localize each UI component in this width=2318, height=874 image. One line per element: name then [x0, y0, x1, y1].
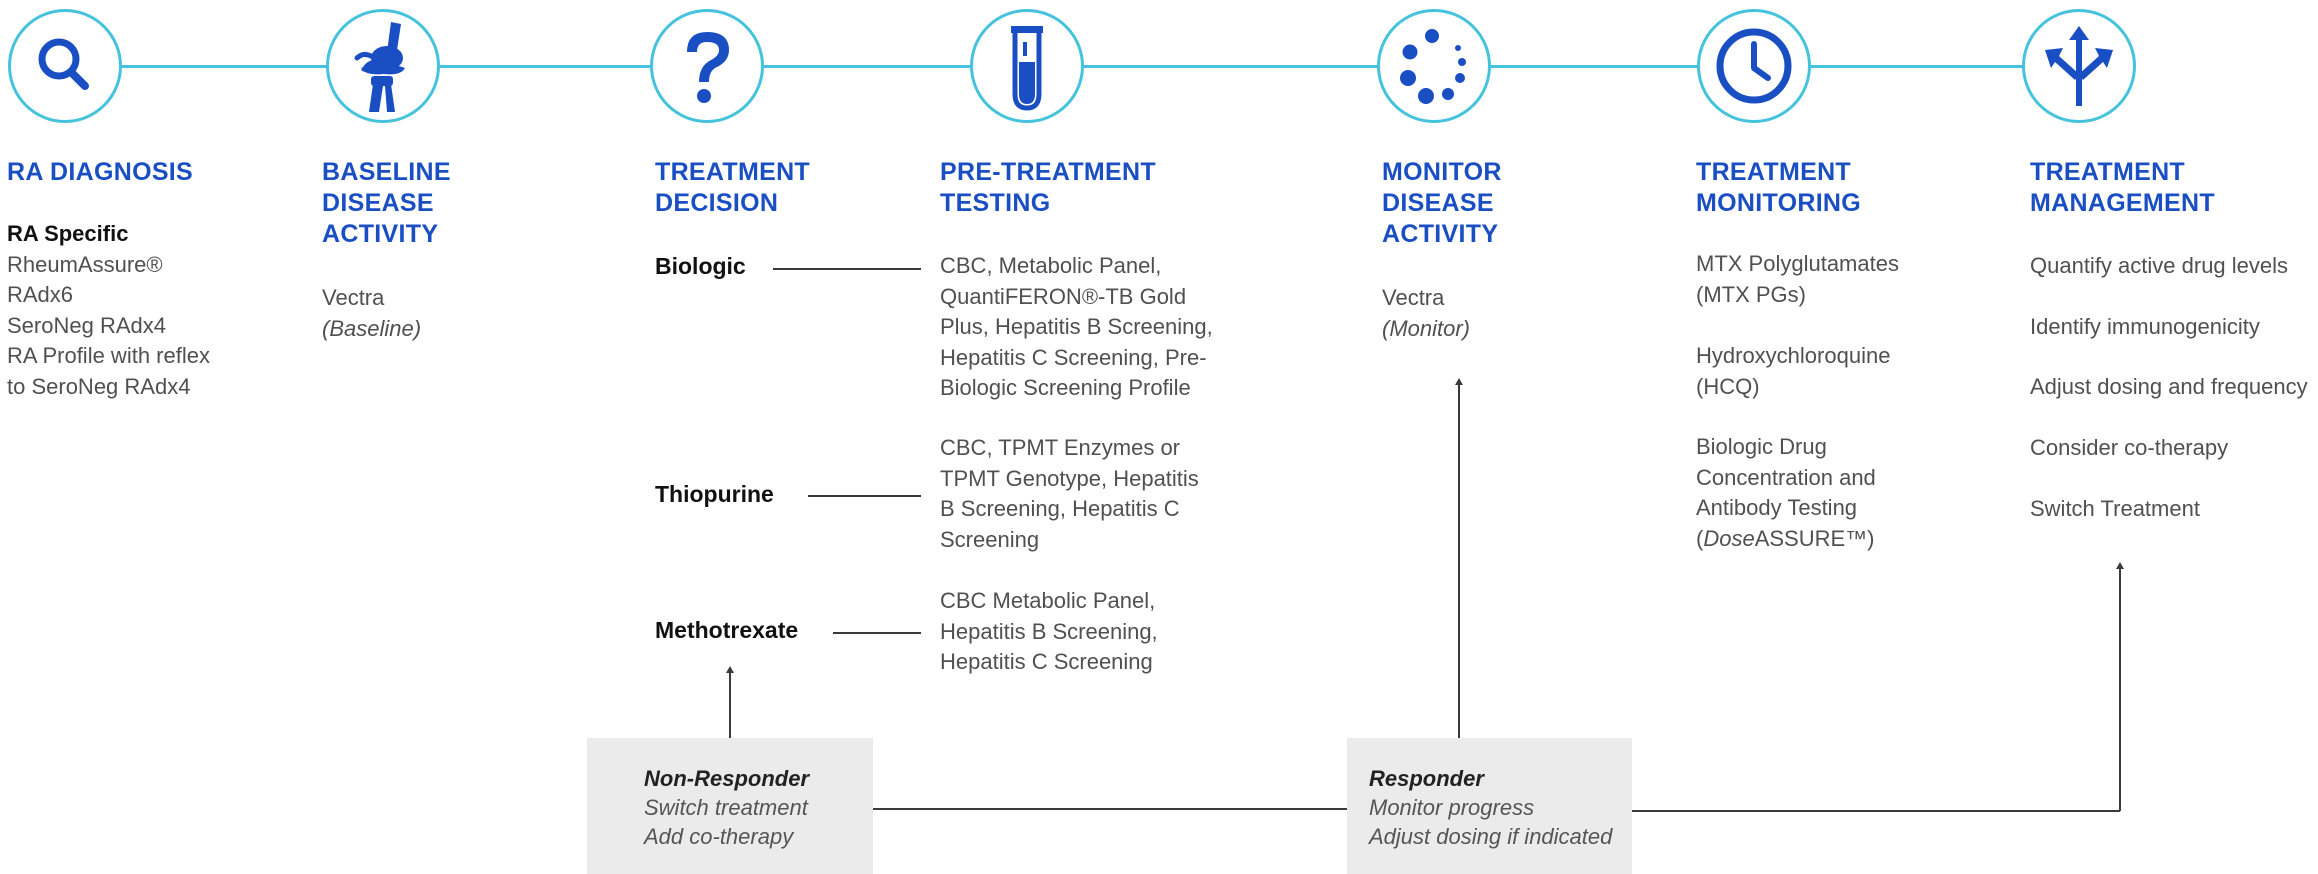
step-icon-circle-decision [650, 9, 764, 123]
search-icon [38, 38, 89, 90]
responder-up-line [1458, 382, 1460, 738]
step-icon-circle-diagnosis [8, 9, 122, 123]
management-item-2: Identify immunogenicity [2030, 314, 2260, 339]
decision-methotrexate: Methotrexate [655, 617, 799, 643]
step-icon-circle-treatment-monitoring [1697, 9, 1811, 123]
step-icon-circle-monitor [1377, 9, 1491, 123]
decision-thiopurine: Thiopurine [655, 481, 774, 507]
biologic-tests: CBC, Metabolic Panel, QuantiFERON®-TB Go… [940, 253, 1213, 400]
management-item-4: Consider co-therapy [2030, 435, 2229, 460]
responder-heading: Responder [1369, 766, 1484, 791]
decision-biologic: Biologic [655, 253, 746, 279]
non-responder-up-line [729, 670, 731, 738]
treatment-monitoring-group-2: Hydroxychloroquine (HCQ) [1696, 343, 1891, 399]
treatment-monitoring-group-3: Biologic Drug Concentration and Antibody… [1696, 432, 1876, 554]
responder-box: Responder Monitor progress Adjust dosing… [1347, 738, 1632, 874]
decision-methotrexate-connector [833, 632, 921, 634]
management-arrow-tip [2116, 562, 2124, 569]
monitor-test: Vectra (Monitor) [1382, 285, 1471, 341]
responder-text: Responder Monitor progress Adjust dosing… [1369, 766, 1613, 849]
baseline-test: Vectra (Baseline) [322, 285, 422, 341]
title-diagnosis: RA DIAGNOSIS [7, 158, 194, 186]
management-item-1: Quantify active drug levels [2030, 253, 2289, 278]
responder-arrow-tip [1455, 378, 1463, 385]
management-up-line [2119, 566, 2121, 811]
non-responder-text: Non-Responder Switch treatment Add co-th… [644, 766, 809, 849]
split-arrows-icon [2045, 26, 2113, 106]
joint-bone-icon [354, 22, 405, 112]
management-item-3: Adjust dosing and frequency [2030, 374, 2308, 399]
step-icon-circle-management [2022, 9, 2136, 123]
loop-bottom-line-left [873, 808, 1347, 810]
test-tube-icon [1011, 26, 1043, 111]
methotrexate-tests: CBC Metabolic Panel, Hepatitis B Screeni… [940, 588, 1158, 674]
step-icon-circle-baseline [326, 9, 440, 123]
non-responder-box: Non-Responder Switch treatment Add co-th… [587, 738, 873, 874]
thiopurine-tests: CBC, TPMT Enzymes or TPMT Genotype, Hepa… [940, 435, 1199, 552]
diagnosis-heading: RA Specific [7, 221, 129, 246]
question-icon [687, 32, 729, 103]
management-item-5: Switch Treatment [2030, 496, 2200, 521]
loop-bottom-line-right [1631, 810, 2120, 812]
dose-assure-line: (DoseASSURE™) [1696, 525, 1875, 551]
clock-icon [1716, 28, 1792, 104]
treatment-monitoring-group-1: MTX Polyglutamates (MTX PGs) [1696, 251, 1899, 307]
diagnosis-list: RA Specific RheumAssure® RAdx6 SeroNeg R… [7, 221, 210, 399]
non-responder-arrow-tip [726, 666, 734, 673]
decision-biologic-connector [773, 268, 921, 270]
non-responder-heading: Non-Responder [644, 766, 809, 791]
step-icon-circle-testing [970, 9, 1084, 123]
loading-dots-icon [1400, 29, 1466, 104]
decision-thiopurine-connector [808, 495, 921, 497]
